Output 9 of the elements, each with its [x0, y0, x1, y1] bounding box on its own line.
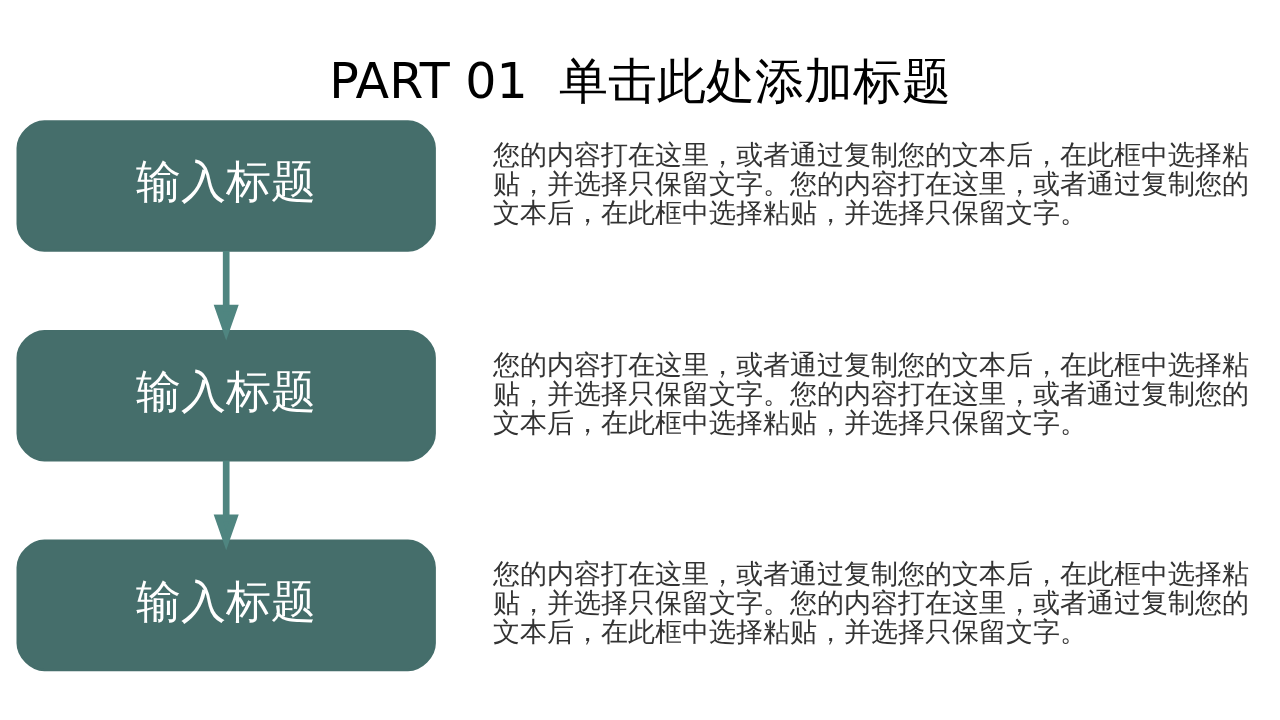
- node-label: 您的内容打在这里，或者通过复制您的文本后，在此框中选择粘贴，并选择只保留文字。您的内容打在这里，或者通过复制您的文本后，在此框中选择粘贴，并选择只保留文字。: [492, 558, 1249, 648]
- node-label: 您的内容打在这里，或者通过复制您的文本后，在此框中选择粘贴，并选择只保留文字。您的内容打在这里，或者通过复制您的文本后，在此框中选择粘贴，并选择只保留文字。: [492, 348, 1249, 438]
- node-label: 您的内容打在这里，或者通过复制您的文本后，在此框中选择粘贴，并选择只保留文字。您的内容打在这里，或者通过复制您的文本后，在此框中选择粘贴，并选择只保留文字。: [492, 138, 1249, 228]
- node-box: 输入标题: [16, 539, 436, 672]
- arrow: [213, 250, 239, 341]
- node-box: 输入标题: [16, 329, 436, 462]
- node-box: 输入标题: [16, 120, 436, 252]
- diagram-title: PART 01 单击此处添加标题: [329, 52, 951, 111]
- arrow: [213, 460, 239, 551]
